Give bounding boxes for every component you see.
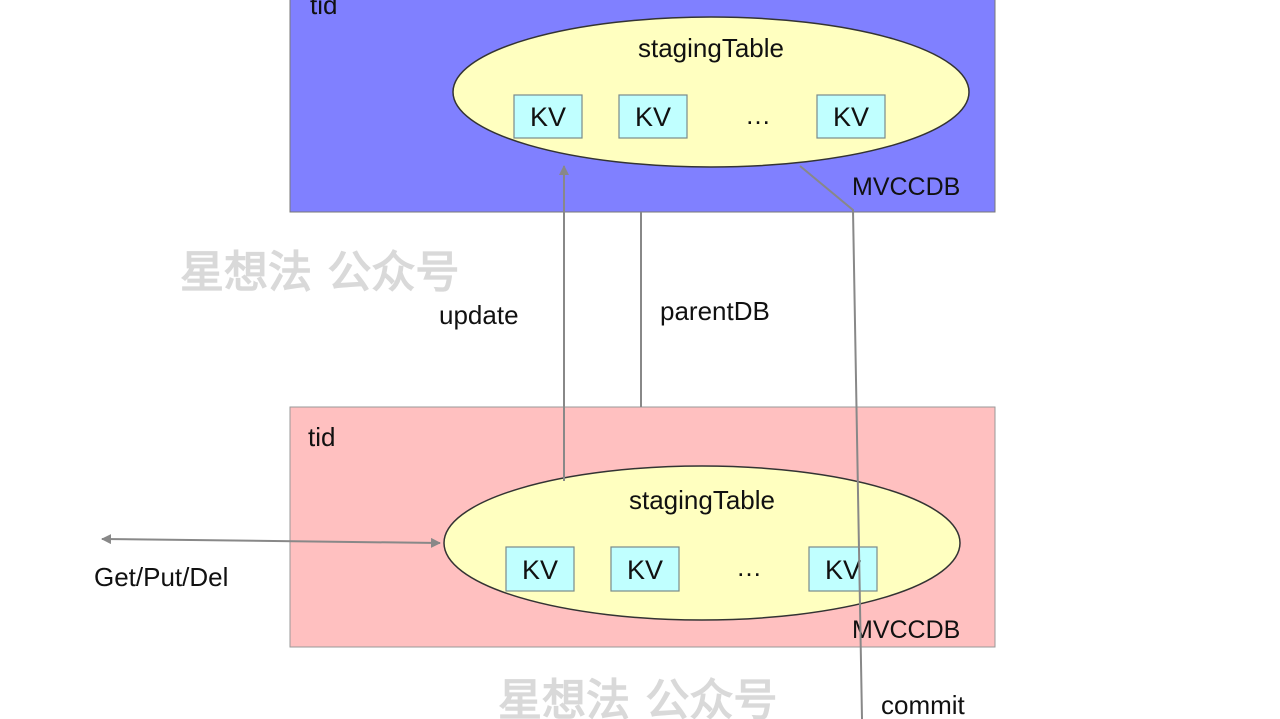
lower-staging-table-title: stagingTable [629,485,775,515]
upper-kv-label-3: KV [833,102,869,132]
lower-kv-label-1: KV [522,555,558,585]
parentdb-label: parentDB [660,296,770,326]
commit-line [799,165,863,719]
watermark-top: 星想法 公众号 [180,247,459,298]
get-put-del-arrow [101,534,441,548]
upper-kv-box-3 [816,94,886,139]
lower-tid-label: tid [308,422,335,452]
commit-label: commit [881,690,966,719]
update-label: update [439,300,519,330]
get-put-del-label: Get/Put/Del [94,562,228,592]
connectors [101,165,863,719]
lower-staging-table: stagingTable KV KV … KV [443,465,961,621]
upper-kv-label-1: KV [530,102,566,132]
upper-staging-table-title: stagingTable [638,33,784,63]
upper-ellipsis: … [745,100,771,130]
lower-ellipsis: … [736,552,762,582]
upper-tid-label: tid [310,0,337,20]
lower-kv-box-3 [808,546,878,592]
lower-kv-box-2 [610,546,680,592]
upper-mvccdb-label: MVCCDB [852,173,960,201]
upper-staging-table: stagingTable KV KV … KV [452,16,970,168]
lower-kv-box-1 [505,546,575,592]
upper-kv-box-1 [513,94,583,139]
lower-mvccdb: tid MVCCDB stagingTable KV KV … KV [289,406,996,648]
lower-mvccdb-label: MVCCDB [852,616,960,644]
watermark-bottom: 星想法 公众号 [498,675,777,719]
upper-kv-label-2: KV [635,102,671,132]
lower-kv-label-2: KV [627,555,663,585]
upper-mvccdb: tid MVCCDB stagingTable KV KV … KV [289,0,996,213]
lower-kv-label-3: KV [825,555,861,585]
upper-kv-box-2 [618,94,688,139]
